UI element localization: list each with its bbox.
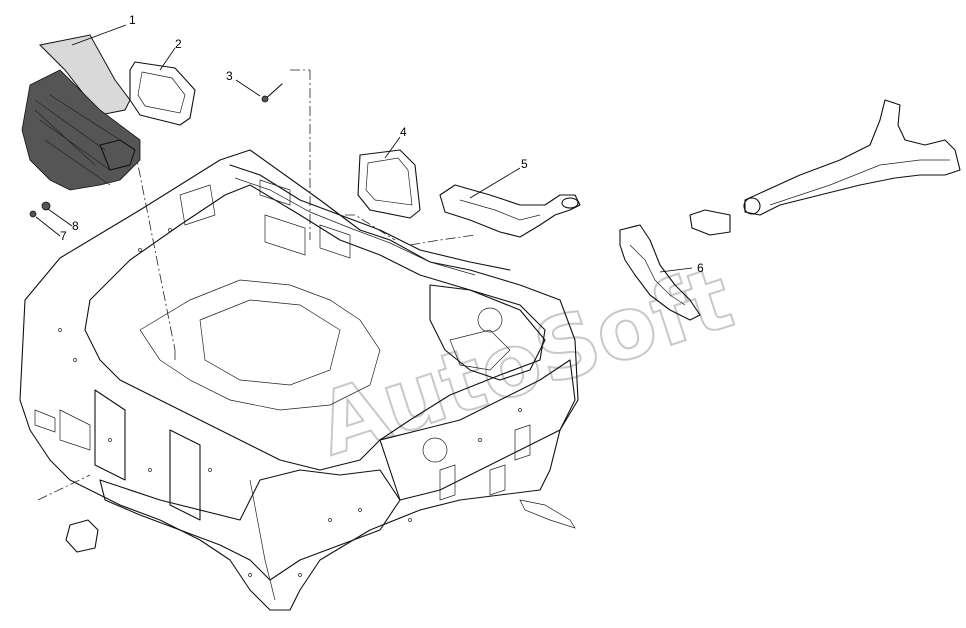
callout-6: 6: [697, 261, 704, 275]
right-duct-assembly: [689, 99, 961, 236]
leader-lines: [35, 24, 693, 273]
callout-8: 8: [72, 219, 79, 233]
lower-left-gasket: [65, 519, 99, 553]
part-4-gasket: [357, 149, 421, 219]
watermark: AutoSoft: [306, 248, 744, 475]
callout-4: 4: [400, 125, 407, 139]
callout-7: 7: [60, 229, 67, 243]
part-1-blower-housing: [21, 34, 141, 191]
part-3-screw: [261, 83, 283, 103]
part-6-bracket: [619, 224, 701, 321]
part-7-washer: [29, 210, 37, 218]
front-body-frame: [19, 149, 579, 611]
callout-5: 5: [521, 157, 528, 171]
callout-3: 3: [226, 69, 233, 83]
part-2-gasket: [129, 61, 196, 126]
callout-1: 1: [129, 13, 136, 27]
alignment-lines: [37, 69, 476, 501]
part-8-nut: [41, 201, 51, 211]
callout-2: 2: [175, 37, 182, 51]
part-5-duct: [439, 184, 581, 238]
callouts: 1 2 3 4 5 6 7 8: [60, 13, 704, 275]
